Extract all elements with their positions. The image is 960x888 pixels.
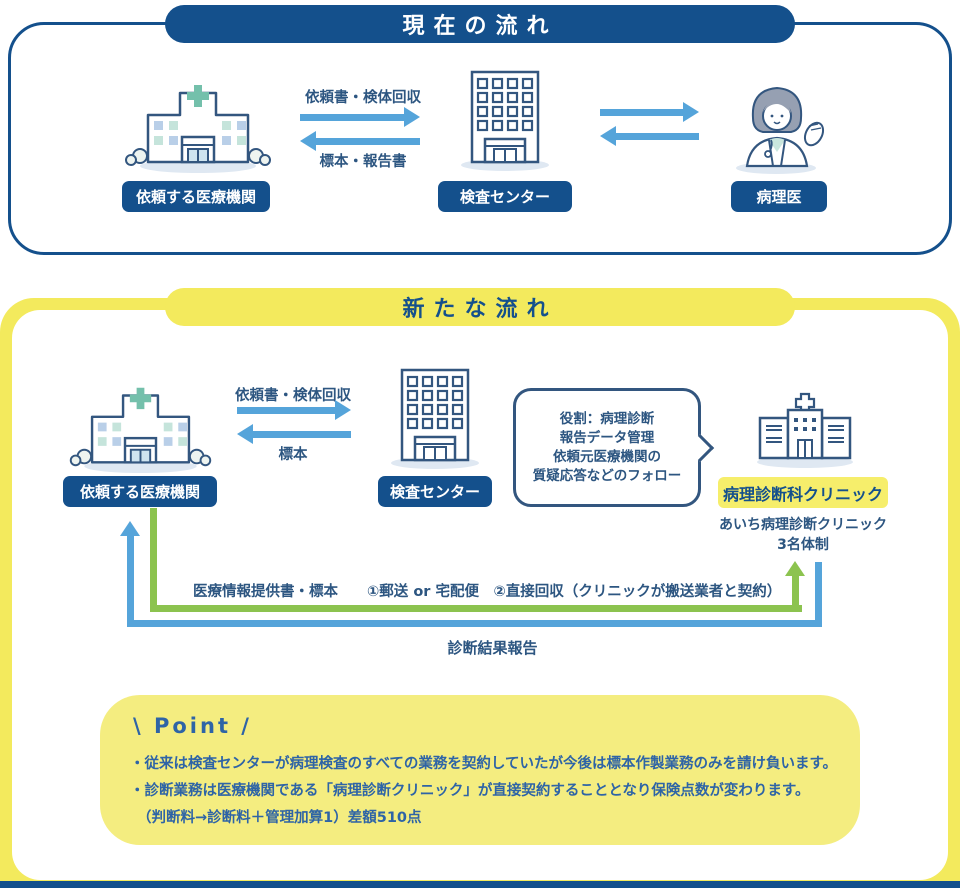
green-arrow-segment	[150, 508, 157, 612]
arrow-left	[251, 431, 351, 438]
hospital-icon	[125, 85, 271, 173]
arrow-right	[237, 407, 337, 414]
clinic-icon	[757, 392, 853, 468]
green-arrow-segment	[792, 576, 799, 612]
new-hospital-badge: 依頼する医療機関	[63, 476, 217, 507]
new-flow-title: 新たな流れ	[165, 288, 795, 326]
pathologist-icon	[736, 86, 825, 174]
arrow-left	[614, 133, 699, 140]
green-arrow-segment	[150, 605, 802, 612]
current-pathologist-badge: 病理医	[731, 181, 827, 212]
role-speech-bubble: 役割：病理診断 報告データ管理 依頼元医療機関の 質疑応答などのフォロー	[513, 388, 701, 507]
arrow-left	[314, 138, 420, 145]
blue-arrow-segment	[127, 536, 134, 627]
arrow-right-head	[404, 107, 420, 127]
clinic-subtext-1: あいち病理診断クリニック	[719, 517, 887, 533]
current-flow-title: 現在の流れ	[165, 5, 795, 43]
new-arrow-top-label: 依頼書・検体回収	[235, 388, 351, 404]
lab-building-icon	[391, 368, 479, 469]
arrow-right-head	[683, 102, 699, 122]
point-bullet-3: （判断料→診断料＋管理加算1）差額510点	[137, 810, 422, 826]
point-title: \ Point /	[133, 714, 252, 738]
bubble-line: 報告データ管理	[559, 429, 655, 446]
current-arrow-bottom-label: 標本・報告書	[319, 154, 407, 170]
new-center-badge: 検査センター	[378, 476, 492, 507]
arrow-left-head	[600, 126, 616, 146]
arrow-left-head	[300, 131, 316, 151]
bubble-line: 役割：病理診断	[559, 410, 655, 427]
green-arrow-label: 医療情報提供書・標本 ①郵送 or 宅配便 ②直接回収（クリニックが搬送業者と契…	[193, 584, 782, 600]
point-box	[100, 695, 860, 845]
point-bullet-2: ・診断業務は医療機関である「病理診断クリニック」が直接契約することとなり保険点数…	[130, 783, 810, 799]
green-arrow-head	[785, 561, 805, 576]
arrow-right-head	[335, 400, 351, 420]
lab-building-icon	[461, 70, 549, 171]
clinic-highlight-badge: 病理診断科クリニック	[718, 477, 888, 508]
bubble-line: 質疑応答などのフォロー	[532, 467, 682, 484]
point-bullet-1: ・従来は検査センターが病理検査のすべての業務を契約していたが今後は標本作製業務の…	[130, 756, 838, 772]
blue-arrow-head	[120, 521, 140, 536]
blue-arrow-label: 診断結果報告	[447, 639, 538, 657]
blue-arrow-segment	[127, 620, 822, 627]
blue-arrow-segment	[815, 562, 822, 627]
current-center-badge: 検査センター	[438, 181, 572, 212]
hospital-icon	[69, 387, 212, 473]
new-arrow-bottom-label: 標本	[278, 447, 308, 463]
arrow-right	[600, 109, 685, 116]
footer-bar	[0, 881, 960, 888]
arrow-left-head	[237, 424, 253, 444]
arrow-right	[300, 114, 406, 121]
current-arrow-top-label: 依頼書・検体回収	[305, 90, 421, 106]
bubble-line: 依頼元医療機関の	[553, 448, 661, 465]
current-hospital-badge: 依頼する医療機関	[122, 181, 270, 212]
clinic-subtext-2: 3名体制	[777, 537, 829, 553]
